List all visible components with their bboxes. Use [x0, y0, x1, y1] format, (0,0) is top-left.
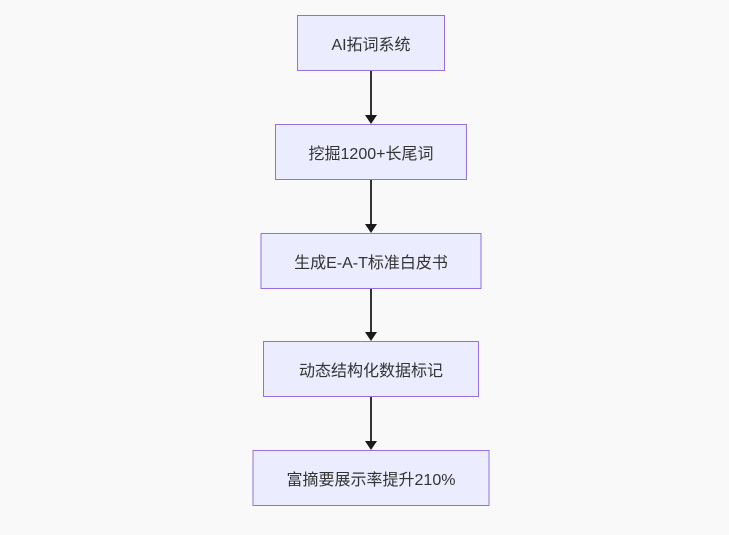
flow-node-step1: AI拓词系统	[297, 15, 445, 71]
edge-line	[370, 71, 372, 115]
flow-node-step2: 挖掘1200+长尾词	[275, 124, 467, 180]
arrowhead-down-icon	[365, 224, 377, 233]
flow-node-step2-label: 挖掘1200+长尾词	[308, 146, 434, 163]
flow-node-step4-label: 动态结构化数据标记	[298, 363, 443, 380]
arrowhead-down-icon	[365, 115, 377, 124]
edge-line	[370, 289, 372, 332]
edge-step2-step3	[364, 180, 378, 233]
flow-node-step3-label: 生成E-A-T标准白皮书	[294, 255, 448, 272]
edge-step3-step4	[364, 289, 378, 341]
flow-node-step5-label: 富摘要展示率提升210%	[286, 472, 456, 489]
flow-node-step5: 富摘要展示率提升210%	[252, 450, 490, 506]
edge-line	[370, 180, 372, 224]
arrowhead-down-icon	[365, 332, 377, 341]
edge-line	[370, 397, 372, 441]
edge-step1-step2	[364, 71, 378, 124]
edge-step4-step5	[364, 397, 378, 450]
flow-node-step3: 生成E-A-T标准白皮书	[260, 233, 482, 289]
flow-node-step4: 动态结构化数据标记	[263, 341, 479, 397]
flow-node-step1-label: AI拓词系统	[331, 37, 411, 54]
arrowhead-down-icon	[365, 441, 377, 450]
